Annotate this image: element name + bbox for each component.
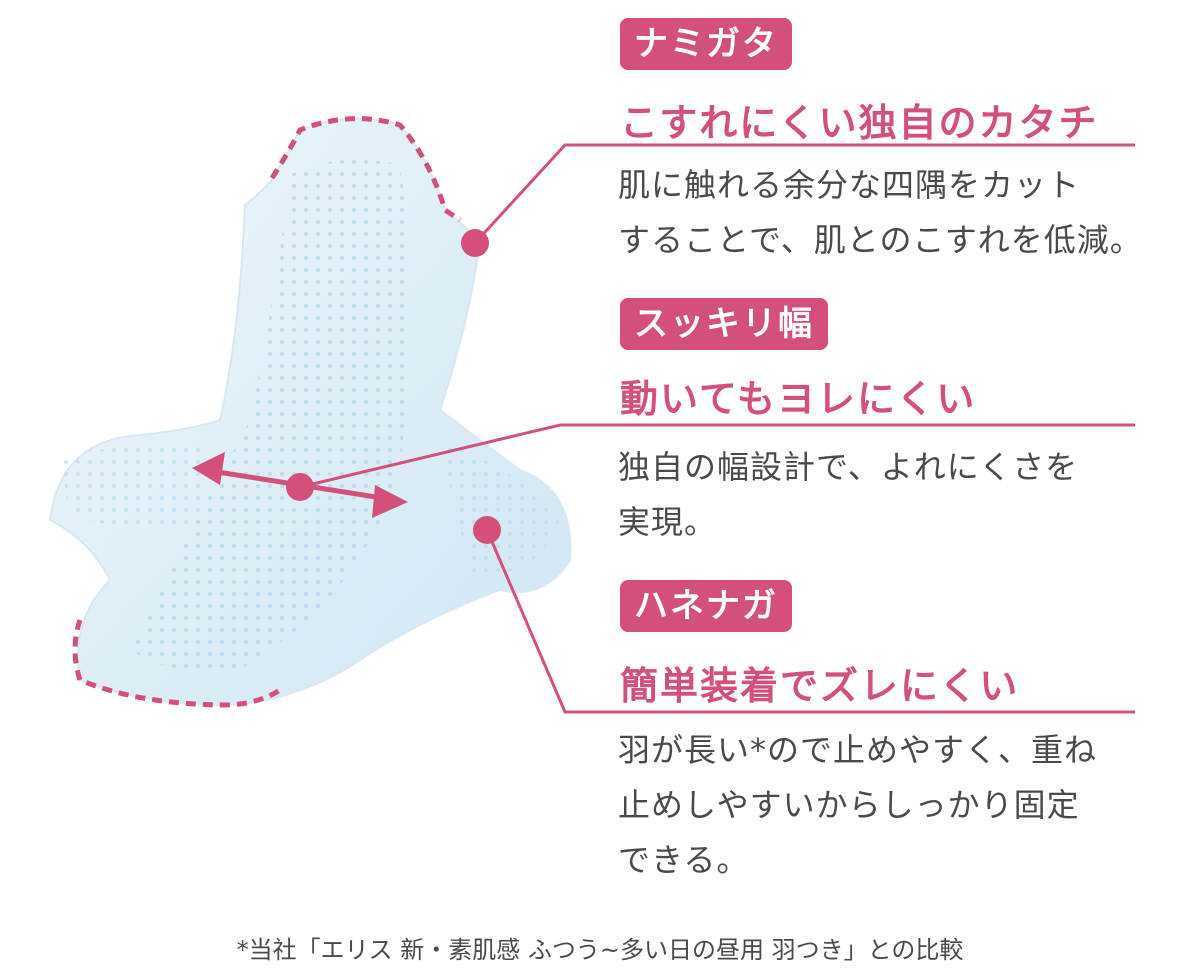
- feature-badge-namigata: ナミガタ: [620, 18, 792, 70]
- callout-dots: [286, 229, 501, 544]
- callout-lines: [299, 143, 1135, 714]
- description-line: 独自の幅設計で、よれにくさを: [618, 448, 1079, 486]
- description-line: 実現。: [618, 503, 718, 541]
- feature-badge-sukkiri: スッキリ幅: [620, 298, 828, 350]
- feature-description-1: 肌に触れる余分な四隅をカット することで、肌とのこすれを低減。: [618, 158, 1143, 268]
- feature-badge-hanenaga: ハネナガ: [620, 580, 792, 632]
- description-line: 羽が長い*ので止めやすく、重ね: [618, 731, 1098, 769]
- feature-description-3: 羽が長い*ので止めやすく、重ね 止めしやすいからしっかり固定 できる。: [618, 723, 1097, 888]
- description-line: できる。: [618, 841, 750, 879]
- feature-heading-1: こすれにくい独自のカタチ: [620, 101, 1099, 145]
- feature-description-2: 独自の幅設計で、よれにくさを 実現。: [618, 440, 1078, 550]
- footnote: *当社「エリス 新・素肌感 ふつう~多い日の昼用 羽つき」との比較: [236, 936, 964, 964]
- description-line: 肌に触れる余分な四隅をカット: [618, 166, 1081, 204]
- wavy-edge-bottom: [72, 619, 282, 708]
- feature-heading-3: 簡単装着でズレにくい: [620, 664, 1020, 708]
- feature-heading-2: 動いてもヨレにくい: [620, 377, 977, 421]
- sanitary-pad: [48, 116, 572, 708]
- wavy-edge-top: [269, 116, 462, 223]
- description-line: 止めしやすいからしっかり固定: [618, 786, 1080, 824]
- description-line: することで、肌とのこすれを低減。: [618, 221, 1143, 259]
